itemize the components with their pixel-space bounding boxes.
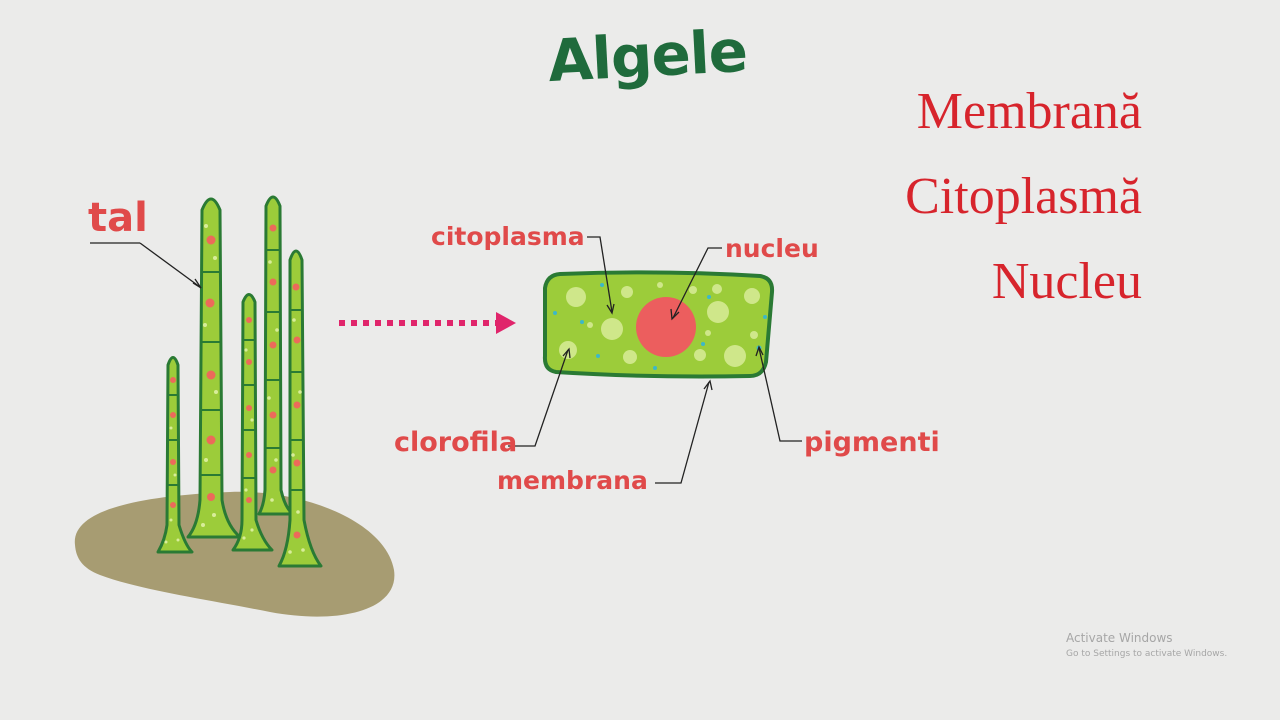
cell-leaders <box>508 236 802 484</box>
label-citoplasma: citoplasma <box>431 222 585 251</box>
algae-filaments <box>156 195 323 568</box>
cell-nucleus <box>636 297 696 357</box>
page-title: Algele <box>546 16 749 96</box>
algae-stalk <box>186 197 242 539</box>
cell <box>542 270 775 379</box>
label-tal: tal <box>88 195 148 241</box>
label-nucleu: nucleu <box>725 234 819 263</box>
label-membrana: membrana <box>497 466 648 495</box>
algae-stalk <box>257 195 295 516</box>
ground-shape <box>74 491 395 617</box>
algae-segments <box>167 249 304 491</box>
algae-stalk <box>156 356 194 554</box>
algae-cell-nuclei <box>170 224 301 539</box>
activation-watermark-subtitle: Go to Settings to activate Windows. <box>1066 649 1228 659</box>
algae-stalk <box>277 249 323 568</box>
label-pigmenti: pigmenti <box>804 427 940 458</box>
cell-vacuoles <box>559 282 760 367</box>
term-citoplasma: Citoplasmă <box>905 168 1142 225</box>
activation-watermark-title: Activate Windows <box>1066 631 1173 645</box>
term-nucleu: Nucleu <box>991 253 1142 310</box>
label-clorofila: clorofila <box>394 427 518 458</box>
algae-stalk <box>231 293 274 552</box>
algae-chlorophyll-dots <box>164 224 305 554</box>
tal-leader <box>90 242 202 289</box>
term-membrana: Membrană <box>916 83 1142 140</box>
dotted-arrow <box>339 312 516 334</box>
